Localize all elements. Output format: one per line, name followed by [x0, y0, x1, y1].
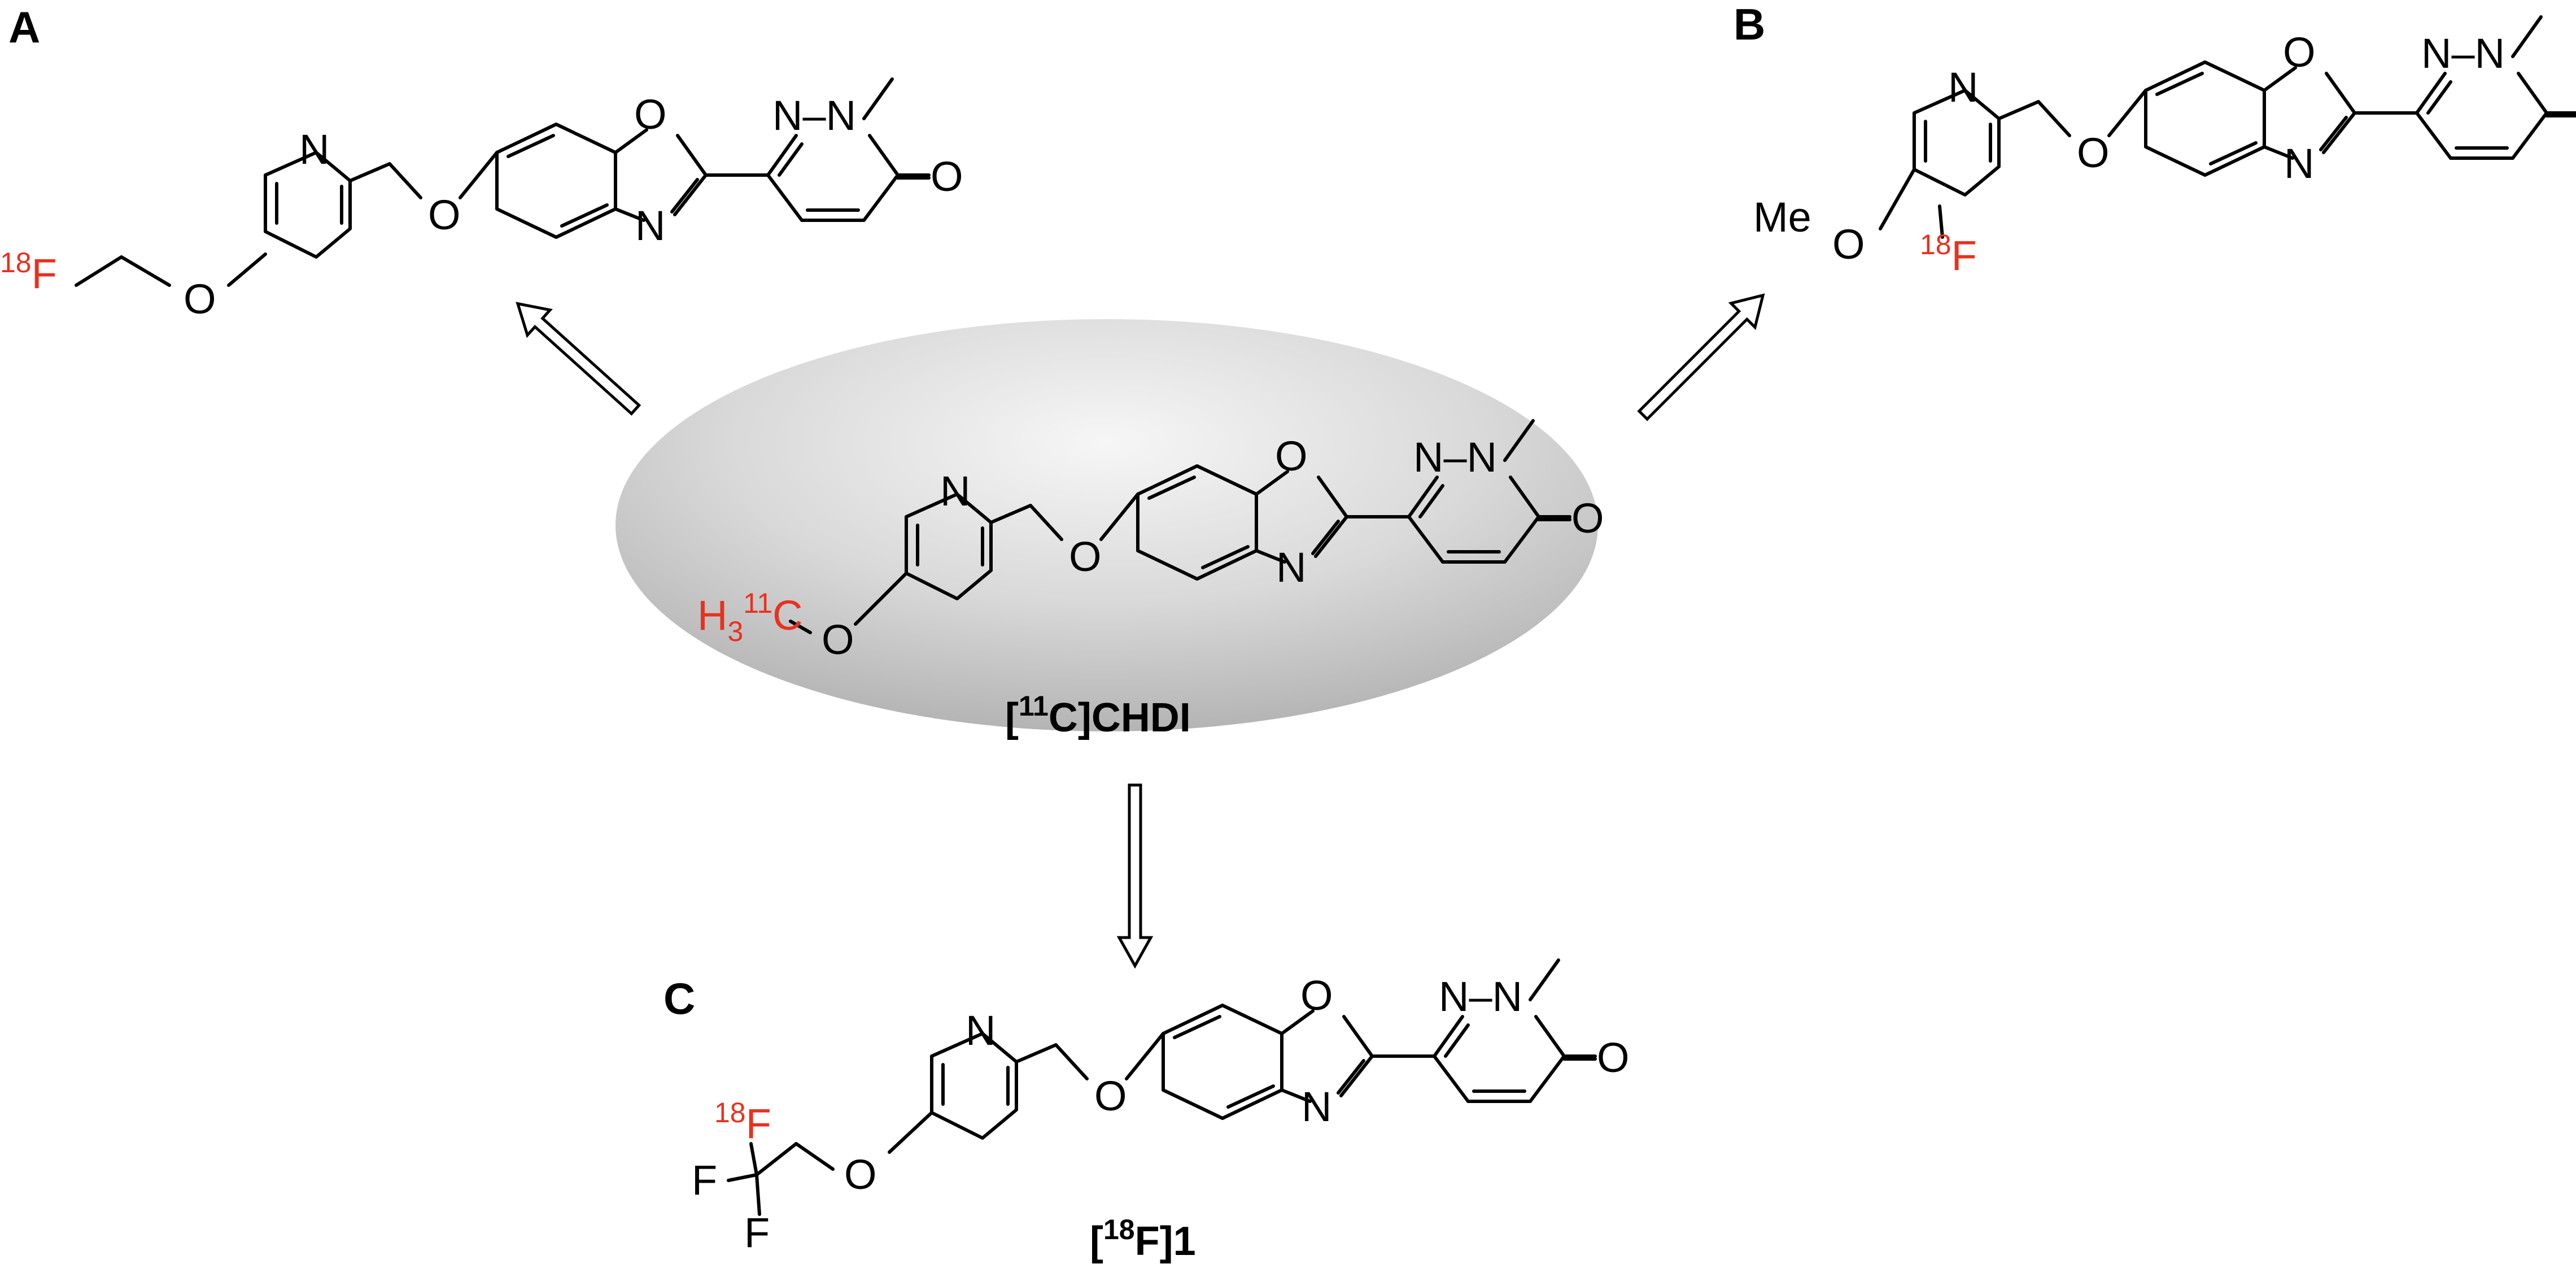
atom-n-pyridine: N — [299, 126, 329, 173]
panel-label-a: A — [8, 2, 40, 52]
atom-f-2: F — [744, 1209, 770, 1256]
atom-o-methoxy: O — [822, 616, 854, 663]
atom-o-oxazole: O — [2283, 29, 2316, 76]
compound-name-c: [18F]1 — [1090, 1214, 1196, 1264]
arrow-to-c — [1116, 783, 1154, 969]
atom-o-oxazole: O — [634, 91, 667, 138]
atom-o-ether: O — [1069, 533, 1102, 580]
atom-nn: N–N — [2421, 30, 2505, 77]
arrow-to-b — [1637, 293, 1765, 421]
structure-c: O O N N–N O N O 18F F F [18F]1 — [692, 960, 1630, 1264]
panel-label-b: B — [1734, 0, 1765, 49]
label-18f-b: 18F — [1920, 229, 1977, 279]
atom-nn: N–N — [1413, 434, 1497, 481]
atom-n-oxazole: N — [1302, 1083, 1331, 1130]
label-18f-a: 18F — [0, 247, 57, 297]
atom-o-alkoxy: O — [844, 1151, 877, 1198]
atom-o-methoxy: O — [1832, 221, 1865, 268]
atom-o-ether: O — [1094, 1073, 1127, 1119]
atom-o-alkoxy: O — [184, 276, 216, 322]
atom-o-oxazole: O — [1275, 433, 1308, 480]
atom-o-ether: O — [2077, 129, 2110, 176]
atom-o-carbonyl: O — [1571, 495, 1604, 542]
label-me: Me — [1753, 194, 1811, 241]
structure-b: O O N N–N O N O Me 18F — [1753, 17, 2576, 279]
atom-nn: N–N — [1439, 973, 1522, 1020]
atom-n-oxazole: N — [2284, 140, 2314, 187]
atom-o-carbonyl: O — [931, 153, 963, 200]
atom-n-oxazole: N — [635, 202, 665, 249]
atom-f-1: F — [692, 1157, 717, 1204]
arrow-to-a — [516, 302, 641, 416]
atom-o-ether: O — [428, 191, 461, 238]
label-h3-11c: H311C — [697, 587, 803, 647]
atom-o-oxazole: O — [1300, 972, 1333, 1019]
structure-a: O O N N–N O N O 18F — [0, 79, 963, 322]
compound-name-center: [11C]CHDI — [1005, 690, 1191, 740]
atom-n-pyridine: N — [966, 1007, 996, 1054]
atom-n-pyridine: N — [1948, 64, 1978, 111]
structure-center: O O N N–N O N O H311C [11C]CHDI — [697, 421, 1604, 740]
atom-nn: N–N — [772, 92, 856, 139]
atom-n-pyridine: N — [940, 468, 970, 515]
panel-label-c: C — [663, 974, 695, 1023]
atom-n-oxazole: N — [1276, 544, 1306, 591]
highlight-ellipse — [615, 319, 1598, 731]
atom-o-carbonyl: O — [1597, 1034, 1630, 1081]
label-18f-c: 18F — [714, 1097, 771, 1147]
